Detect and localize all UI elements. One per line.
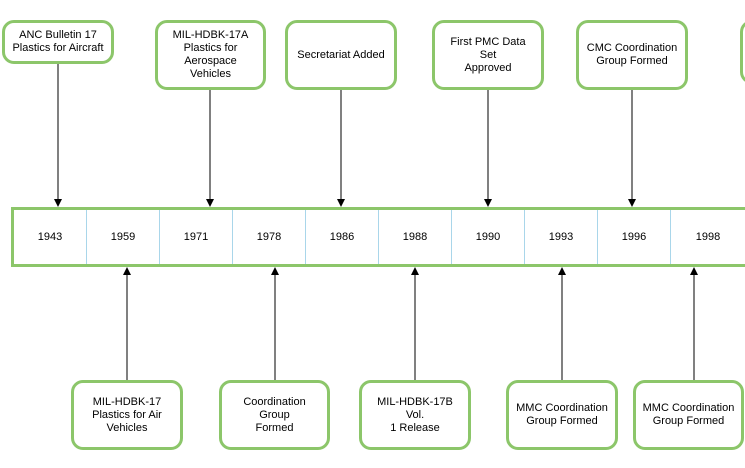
event-box-1990: First PMC Data Set Approved [432,20,544,90]
year-cell-1990: 1990 [452,210,525,264]
year-cell-1998: 1998 [695,231,721,243]
event-box-1993: MMC Coordination Group Formed [506,380,618,450]
event-box-1943: ANC Bulletin 17 Plastics for Aircraft [2,20,114,64]
event-box-1998: MMC Coordination Group Formed [633,380,744,450]
year-cell-1959: 1959 [87,210,160,264]
event-label: MMC Coordination Group Formed [516,402,608,427]
event-box-1996: CMC Coordination Group Formed [576,20,688,90]
event-box-1978: Coordination Group Formed [219,380,330,450]
year-cell-1971: 1971 [160,210,233,264]
event-label: First PMC Data Set Approved [450,35,526,74]
event-box-partial [740,20,745,84]
year-cell-1988: 1988 [379,210,452,264]
event-label: Secretariat Added [297,48,385,61]
event-label: Coordination Group Formed [243,395,306,434]
event-box-1986: Secretariat Added [285,20,397,90]
event-label: MIL-HDBK-17A Plastics for Aerospace Vehi… [172,29,249,80]
year-cell-1978: 1978 [233,210,306,264]
year-cell-1993: 1993 [525,210,598,264]
year-cell-1996: 1996 [598,210,671,264]
event-box-1971: MIL-HDBK-17A Plastics for Aerospace Vehi… [155,20,266,90]
event-label: CMC Coordination Group Formed [586,42,678,67]
event-label: ANC Bulletin 17 Plastics for Aircraft [12,29,104,54]
timeline-bar: 1943 1959 1971 1978 1986 1988 1990 1993 … [11,207,745,267]
year-cell-1986: 1986 [306,210,379,264]
event-label: MIL-HDBK-17 Plastics for Air Vehicles [92,395,162,434]
event-box-1959: MIL-HDBK-17 Plastics for Air Vehicles [71,380,183,450]
event-label: MIL-HDBK-17B Vol. 1 Release [377,395,453,434]
year-cell-1943: 1943 [14,210,87,264]
event-label: MMC Coordination Group Formed [642,402,735,427]
event-box-1988: MIL-HDBK-17B Vol. 1 Release [359,380,471,450]
